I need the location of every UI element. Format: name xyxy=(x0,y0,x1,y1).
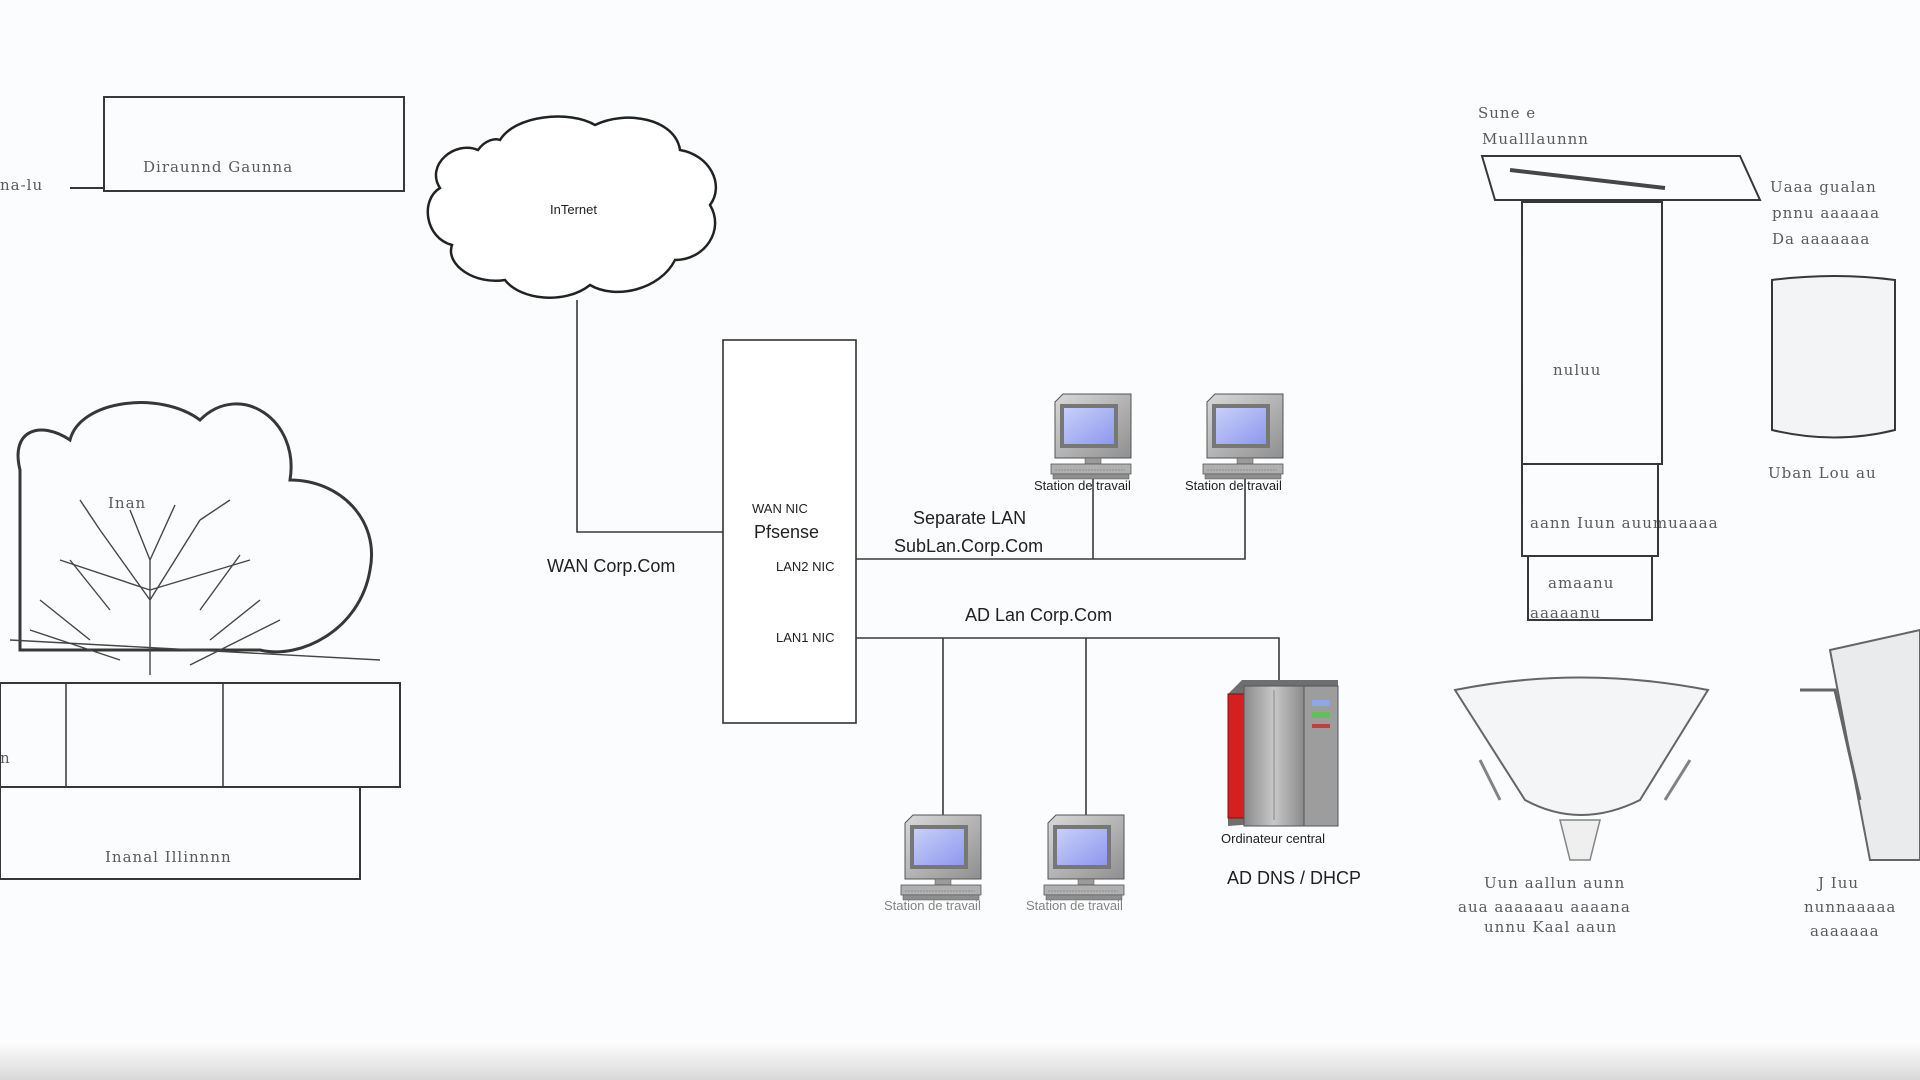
internet-cloud-icon xyxy=(426,115,718,299)
bottom-shade xyxy=(0,1040,1920,1080)
sublan-link xyxy=(856,470,1246,560)
wan-nic-label: WAN NIC xyxy=(752,501,808,516)
pfsense-label: Pfsense xyxy=(754,522,819,542)
background-left-art xyxy=(0,96,405,880)
right-kettle-text-2: nunnaaaaa xyxy=(1804,898,1896,916)
right-cylinder xyxy=(1771,275,1896,439)
right-note-1: Uaaa gualan xyxy=(1770,178,1877,196)
left-table-text: n xyxy=(0,749,11,767)
workstation-icon xyxy=(1050,393,1132,480)
wan-link xyxy=(576,300,723,533)
lan1-nic-label: LAN1 NIC xyxy=(776,630,835,645)
left-cloud-text: Inan xyxy=(108,494,146,512)
lan2-nic-label: LAN2 NIC xyxy=(776,559,835,574)
workstation-label: Station de travail xyxy=(884,898,981,913)
right-kettle-text-1: J Iuu xyxy=(1816,874,1859,892)
left-bottom-box xyxy=(0,786,361,880)
workstation-icon xyxy=(1043,814,1125,901)
right-tower-base-text: aann Iuun auumuaaaa xyxy=(1530,514,1719,532)
background-right-art xyxy=(1453,155,1920,861)
workstation-label: Station de travail xyxy=(1034,478,1131,493)
right-note-2: pnnu aaaaaa xyxy=(1772,204,1880,222)
right-tower xyxy=(1521,201,1663,465)
left-box-top-text: Diraunnd Gaunna xyxy=(143,158,293,176)
left-table xyxy=(0,682,401,788)
workstation-icon xyxy=(1202,393,1284,480)
right-kettle-text-3: aaaaaaa xyxy=(1810,922,1880,940)
left-edge-text: na-lu xyxy=(0,176,43,194)
right-top-text-2: Mualllaunnn xyxy=(1482,130,1589,148)
network-links xyxy=(576,300,1280,815)
left-tree xyxy=(9,499,381,675)
ad-dns-label: AD DNS / DHCP xyxy=(1227,868,1361,888)
left-cloud xyxy=(16,401,373,654)
right-tower-foot-2: aaaaanu xyxy=(1530,604,1601,622)
left-box-bottom-text: Inanal Illinnnn xyxy=(105,848,232,866)
sublan-label: SubLan.Corp.Com xyxy=(894,536,1043,556)
right-cylinder-text: Uban Lou au xyxy=(1768,464,1877,482)
ad-lan-label: AD Lan Corp.Com xyxy=(965,605,1112,625)
right-tower-text: nuluu xyxy=(1553,361,1601,379)
left-top-box xyxy=(103,96,405,192)
right-kettle xyxy=(1828,628,1920,861)
right-top-text-1: Sune e xyxy=(1478,104,1536,122)
right-bowl-text-3: unnu Kaal aaun xyxy=(1484,918,1617,936)
right-note-3: Da aaaaaaa xyxy=(1772,230,1870,248)
separate-lan-label: Separate LAN xyxy=(913,508,1026,528)
workstation-icon xyxy=(900,814,982,901)
right-bowl-text-2: aua aaaaaau aaaana xyxy=(1458,898,1631,916)
adlan-link xyxy=(856,637,1280,686)
server-icon xyxy=(1227,680,1339,827)
workstation-label: Station de travail xyxy=(1026,898,1123,913)
wan-label: WAN Corp.Com xyxy=(547,556,675,576)
pfsense-box xyxy=(722,339,857,724)
right-tower-foot-1: amaanu xyxy=(1548,574,1614,592)
right-bowl xyxy=(1453,676,1710,816)
server-label: Ordinateur central xyxy=(1221,831,1325,846)
internet-label: InTernet xyxy=(550,202,597,217)
right-lid xyxy=(1480,155,1762,201)
workstation-label: Station de travail xyxy=(1185,478,1282,493)
right-bowl-text-1: Uun aallun aunn xyxy=(1484,874,1625,892)
